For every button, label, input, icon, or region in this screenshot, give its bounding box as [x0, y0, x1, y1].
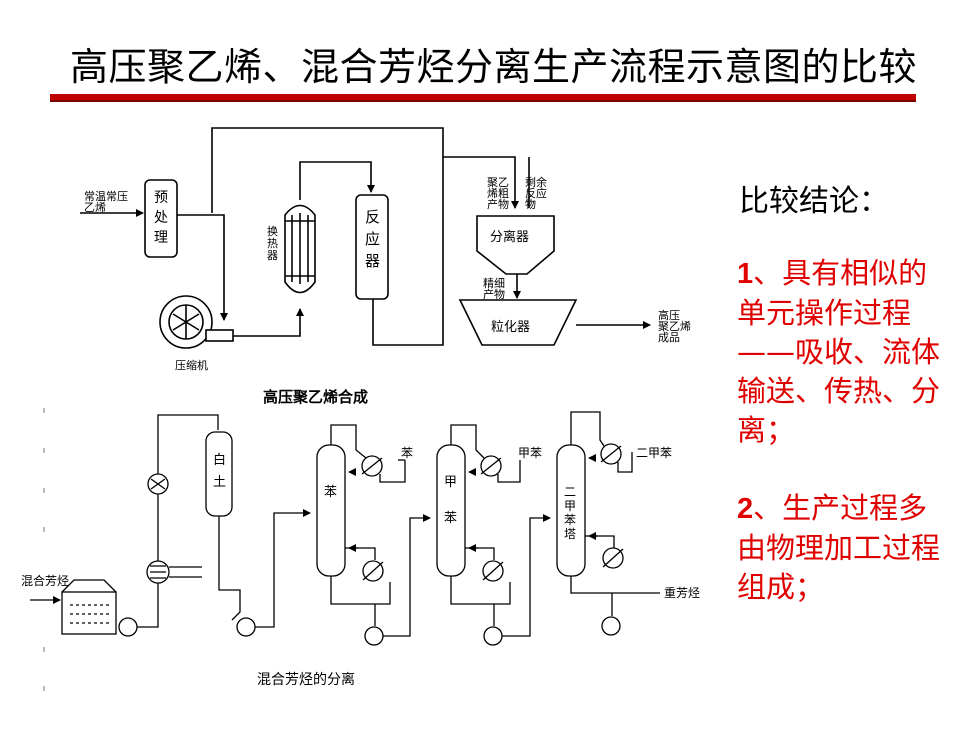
residual-1: 剩余: [525, 175, 547, 189]
xylene-char-1: 二: [564, 485, 576, 499]
toluene-output: 甲苯: [518, 446, 542, 460]
pretreat-char-3: 理: [154, 230, 168, 246]
residual-2: 反应: [525, 186, 547, 200]
pe-crude-2: 烯粗: [487, 187, 509, 200]
clay-tower: [205, 431, 233, 517]
residual-3: 物: [525, 197, 536, 211]
benzene-column: [316, 444, 346, 577]
compressor-label: 压缩机: [175, 358, 208, 372]
output-2: 聚乙烯: [658, 320, 691, 333]
xylene-char-2: 甲: [564, 499, 576, 513]
pump-1: [118, 617, 138, 637]
xylene-char-4: 塔: [564, 527, 576, 541]
conclusion-point-1-text: 、具有相似的单元操作过程——吸收、流体输送、传热、分离；: [737, 256, 941, 447]
fine-product-1: 精细: [483, 277, 505, 290]
pe-crude-3: 产物: [487, 197, 509, 211]
heat-exchanger: [284, 204, 316, 294]
page-title: 高压聚乙烯、混合芳烃分离生产流程示意图的比较: [70, 45, 918, 89]
xylene-char-3: 苯: [564, 513, 576, 527]
exchanger-char-2: 热: [267, 237, 278, 250]
aromatics-caption: 混合芳烃的分离: [257, 671, 355, 688]
pretreat-char-2: 处: [154, 210, 168, 226]
feed-label: 混合芳烃: [21, 573, 69, 588]
feed-tank: [61, 591, 117, 635]
pe-crude-1: 聚乙: [487, 176, 509, 189]
exchanger-char-3: 器: [267, 249, 278, 262]
feed-label-1: 常温常压: [84, 190, 128, 203]
benzene-char: 苯: [324, 485, 337, 500]
title-divider: [50, 94, 916, 102]
exchanger-char-1: 换: [267, 224, 278, 238]
reactor-char-2: 应: [365, 230, 380, 248]
xylene-output: 二甲苯: [636, 446, 672, 460]
aromatics-labels: 混合芳烃 白 土 苯 甲 苯 二 甲 苯 塔 苯 甲苯 二甲苯 重芳烃 混合芳烃…: [21, 446, 700, 688]
benzene-output: 苯: [401, 446, 413, 460]
clay-char-1: 白: [213, 452, 226, 468]
granulator-label: 粒化器: [491, 320, 530, 335]
fine-product-2: 产物: [483, 287, 505, 301]
pretreat-char-1: 预: [154, 190, 168, 206]
pe-labels: 常温常压 乙烯 预 处 理 压缩机 换 热 器 反 应 器 聚乙 烯粗 产物 剩…: [84, 175, 691, 406]
output-1: 高压: [658, 308, 680, 322]
conclusion-point-2-text: 、生产过程多由物理加工过程组成；: [737, 491, 941, 604]
heavy-output: 重芳烃: [664, 586, 700, 600]
conclusion-heading: 比较结论：: [739, 184, 889, 219]
conclusion-point-1: 1、具有相似的单元操作过程——吸收、流体输送、传热、分离；: [737, 254, 947, 450]
separator-label: 分离器: [490, 229, 529, 245]
feed-label-2: 乙烯: [84, 201, 106, 214]
pretreat-box: [144, 179, 178, 258]
pe-flowchart: [80, 127, 651, 349]
pe-caption: 高压聚乙烯合成: [263, 388, 368, 406]
reactor-char-1: 反: [365, 208, 380, 226]
reactor-char-3: 器: [365, 252, 380, 270]
conclusion-point-2-number: 2: [737, 493, 754, 525]
conclusion-point-1-number: 1: [737, 258, 754, 290]
output-3: 成品: [658, 331, 680, 344]
reactor-box: [355, 194, 389, 300]
aromatics-flowchart: [30, 408, 660, 691]
toluene-char-2: 苯: [444, 511, 457, 526]
conclusion-point-2: 2、生产过程多由物理加工过程组成；: [737, 489, 947, 607]
granulator: [458, 299, 578, 346]
toluene-char-1: 甲: [444, 475, 457, 490]
separator: [476, 215, 555, 275]
clay-char-2: 土: [213, 475, 226, 490]
